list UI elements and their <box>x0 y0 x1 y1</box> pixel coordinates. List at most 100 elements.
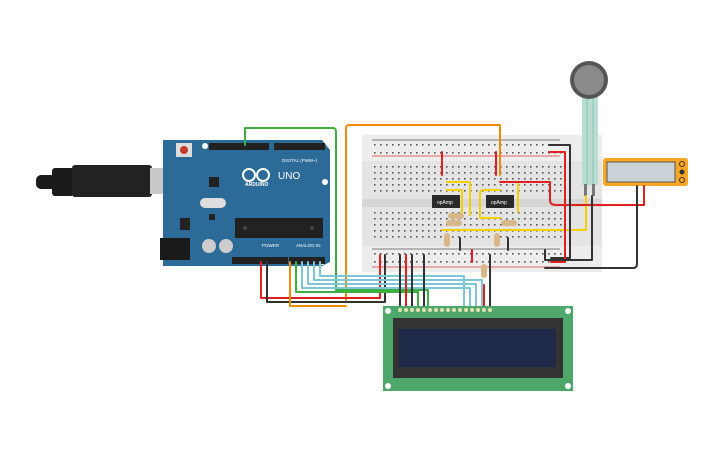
breadboard-hole <box>440 261 442 263</box>
breadboard-hole <box>464 212 466 214</box>
breadboard-hole <box>446 212 448 214</box>
breadboard-hole <box>404 230 406 232</box>
breadboard-hole <box>446 178 448 180</box>
breadboard-hole <box>398 172 400 174</box>
breadboard-hole <box>416 172 418 174</box>
force-sensor[interactable] <box>570 61 608 196</box>
breadboard-hole <box>410 190 412 192</box>
breadboard-hole <box>434 212 436 214</box>
breadboard-hole <box>380 253 382 255</box>
breadboard-hole <box>386 261 388 263</box>
breadboard-hole <box>494 178 496 180</box>
breadboard-hole <box>554 190 556 192</box>
multimeter[interactable] <box>603 158 688 186</box>
digital-header-left <box>209 143 269 150</box>
breadboard-hole <box>482 224 484 226</box>
breadboard-hole <box>500 190 502 192</box>
breadboard-hole <box>428 236 430 238</box>
resistors[interactable] <box>444 213 517 278</box>
opamp-1[interactable]: opAmp <box>432 195 460 208</box>
breadboard-hole <box>482 184 484 186</box>
breadboard-hole <box>392 178 394 180</box>
breadboard-hole <box>434 144 436 146</box>
breadboard-hole <box>410 166 412 168</box>
breadboard-hole <box>446 253 448 255</box>
breadboard-hole <box>398 166 400 168</box>
breadboard-hole <box>542 236 544 238</box>
breadboard-hole <box>446 261 448 263</box>
opamp-2-label: opAmp <box>491 200 507 206</box>
breadboard-hole <box>440 218 442 220</box>
breadboard-hole <box>440 190 442 192</box>
breadboard-hole <box>374 224 376 226</box>
breadboard-hole <box>548 190 550 192</box>
breadboard-hole <box>440 230 442 232</box>
breadboard-hole <box>452 166 454 168</box>
breadboard-hole <box>464 144 466 146</box>
breadboard-hole <box>542 184 544 186</box>
breadboard-hole <box>536 172 538 174</box>
lcd-16x2[interactable] <box>383 306 573 391</box>
breadboard-hole <box>488 184 490 186</box>
breadboard-hole <box>398 253 400 255</box>
breadboard-hole <box>386 178 388 180</box>
lcd-pin <box>440 308 444 312</box>
breadboard-hole <box>476 166 478 168</box>
breadboard-hole <box>524 184 526 186</box>
breadboard-hole <box>506 144 508 146</box>
lcd-pin <box>488 308 492 312</box>
breadboard-hole <box>518 261 520 263</box>
breadboard-hole <box>488 224 490 226</box>
breadboard-hole <box>434 261 436 263</box>
breadboard-hole <box>440 212 442 214</box>
lcd-pin <box>404 308 408 312</box>
breadboard-hole <box>548 178 550 180</box>
breadboard-hole <box>398 218 400 220</box>
breadboard-hole <box>470 236 472 238</box>
breadboard-hole <box>452 172 454 174</box>
power-header <box>232 257 288 264</box>
breadboard-hole <box>500 224 502 226</box>
breadboard-hole <box>464 178 466 180</box>
lcd-pin <box>410 308 414 312</box>
arduino-brand: ARDUINO <box>245 182 268 188</box>
opamp-2[interactable]: opAmp <box>486 195 514 208</box>
breadboard-hole <box>440 166 442 168</box>
breadboard-hole <box>488 212 490 214</box>
breadboard[interactable] <box>362 135 602 272</box>
breadboard-hole <box>404 144 406 146</box>
breadboard-hole <box>374 261 376 263</box>
breadboard-hole <box>422 184 424 186</box>
breadboard-hole <box>422 144 424 146</box>
breadboard-hole <box>530 224 532 226</box>
breadboard-hole <box>458 236 460 238</box>
breadboard-hole <box>470 224 472 226</box>
breadboard-hole <box>488 253 490 255</box>
breadboard-hole <box>482 212 484 214</box>
breadboard-hole <box>464 152 466 154</box>
breadboard-hole <box>506 212 508 214</box>
arduino-uno-board[interactable]: DIGITAL (PWM~) ARDUINO UNO POWER ANALOG … <box>160 140 330 266</box>
breadboard-hole <box>476 184 478 186</box>
breadboard-hole <box>380 178 382 180</box>
breadboard-hole <box>410 224 412 226</box>
breadboard-hole <box>476 152 478 154</box>
breadboard-hole <box>458 144 460 146</box>
breadboard-hole <box>542 190 544 192</box>
breadboard-hole <box>434 184 436 186</box>
breadboard-hole <box>446 144 448 146</box>
breadboard-hole <box>476 212 478 214</box>
breadboard-hole <box>398 261 400 263</box>
breadboard-hole <box>428 166 430 168</box>
lcd-pin <box>428 308 432 312</box>
breadboard-hole <box>440 172 442 174</box>
lcd-screen <box>399 329 556 367</box>
breadboard-hole <box>560 224 562 226</box>
breadboard-hole <box>470 253 472 255</box>
breadboard-hole <box>512 178 514 180</box>
breadboard-hole <box>440 184 442 186</box>
breadboard-hole <box>392 212 394 214</box>
breadboard-hole <box>416 144 418 146</box>
breadboard-hole <box>392 236 394 238</box>
breadboard-hole <box>386 218 388 220</box>
